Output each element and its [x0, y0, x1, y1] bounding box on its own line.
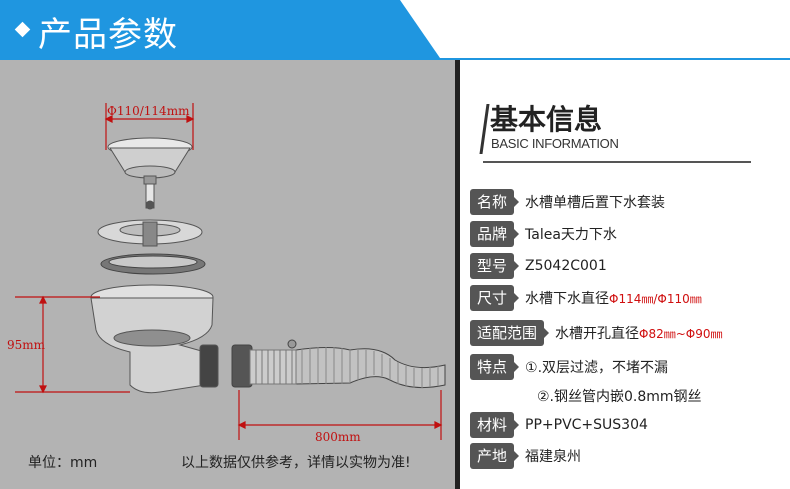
header-banner: [0, 0, 440, 58]
diagram-panel: [0, 60, 455, 489]
info-divider: [483, 161, 751, 163]
spec-row-compat: 适配范围 水槽开孔直径Φ82㎜~Φ90㎜: [470, 320, 723, 346]
header-underline: [0, 58, 790, 60]
spec-value: 水槽下水直径Φ114㎜/Φ110㎜: [525, 288, 702, 308]
disclaimer-note: 以上数据仅供参考，详情以实物为准!: [181, 455, 411, 471]
page-header: 产品参数: [0, 0, 790, 60]
spec-value-highlight: Φ114㎜/Φ110㎜: [609, 292, 702, 306]
sink-flange-icon: [97, 219, 203, 247]
drain-hose-icon: [231, 339, 446, 389]
spec-row-name: 名称 水槽单槽后置下水套装: [470, 189, 665, 215]
drain-body-icon: [90, 284, 219, 394]
unit-note: 单位：mm: [28, 455, 98, 471]
height-dimension: [15, 295, 130, 394]
info-title: 基本信息: [490, 103, 603, 136]
gasket-ring-icon: [100, 253, 206, 275]
spec-label: 特点: [470, 354, 520, 380]
height-label: 95mm: [7, 338, 46, 352]
hose-length-dimension: [237, 390, 443, 440]
top-width-dimension: [104, 103, 195, 150]
hose-length-label: 800mm: [315, 430, 361, 444]
spec-label: 适配范围: [470, 320, 550, 346]
spec-value: 水槽开孔直径Φ82㎜~Φ90㎜: [555, 323, 723, 343]
spec-value-text: 水槽下水直径: [525, 291, 610, 307]
spec-label: 型号: [470, 253, 520, 279]
spec-value-text: 水槽开孔直径: [555, 326, 640, 342]
spec-row-material: 材料 PP+PVC+SUS304: [470, 412, 648, 438]
spec-row-features: 特点 ①.双层过滤，不堵不漏: [470, 354, 668, 380]
spec-value: Talea天力下水: [525, 227, 617, 243]
top-width-label: Φ110/114mm: [107, 104, 190, 118]
spec-row-model: 型号 Z5042C001: [470, 253, 607, 279]
page-title: 产品参数: [38, 15, 178, 55]
spec-row-brand: 品牌 Talea天力下水: [470, 221, 617, 247]
spec-label: 名称: [470, 189, 520, 215]
spec-value-second-line: ②.钢丝管内嵌0.8mm钢丝: [537, 389, 702, 405]
panel-divider: [455, 60, 460, 489]
strainer-basket-icon: [107, 137, 193, 210]
spec-value: 福建泉州: [525, 449, 582, 465]
spec-label: 品牌: [470, 221, 520, 247]
spec-value: PP+PVC+SUS304: [525, 417, 648, 433]
spec-label: 产地: [470, 443, 520, 469]
spec-value-highlight: Φ82㎜~Φ90㎜: [639, 327, 723, 341]
product-diagram: [15, 103, 446, 440]
spec-label: 材料: [470, 412, 520, 438]
spec-value: 水槽单槽后置下水套装: [525, 195, 666, 211]
info-panel: [460, 60, 790, 489]
spec-label: 尺寸: [470, 285, 520, 311]
spec-row-origin: 产地 福建泉州: [470, 443, 581, 469]
spec-value: ①.双层过滤，不堵不漏: [525, 360, 669, 376]
spec-value: Z5042C001: [525, 258, 607, 274]
spec-row-size: 尺寸 水槽下水直径Φ114㎜/Φ110㎜: [470, 285, 702, 311]
info-subtitle: BASIC INFORMATION: [491, 136, 619, 151]
